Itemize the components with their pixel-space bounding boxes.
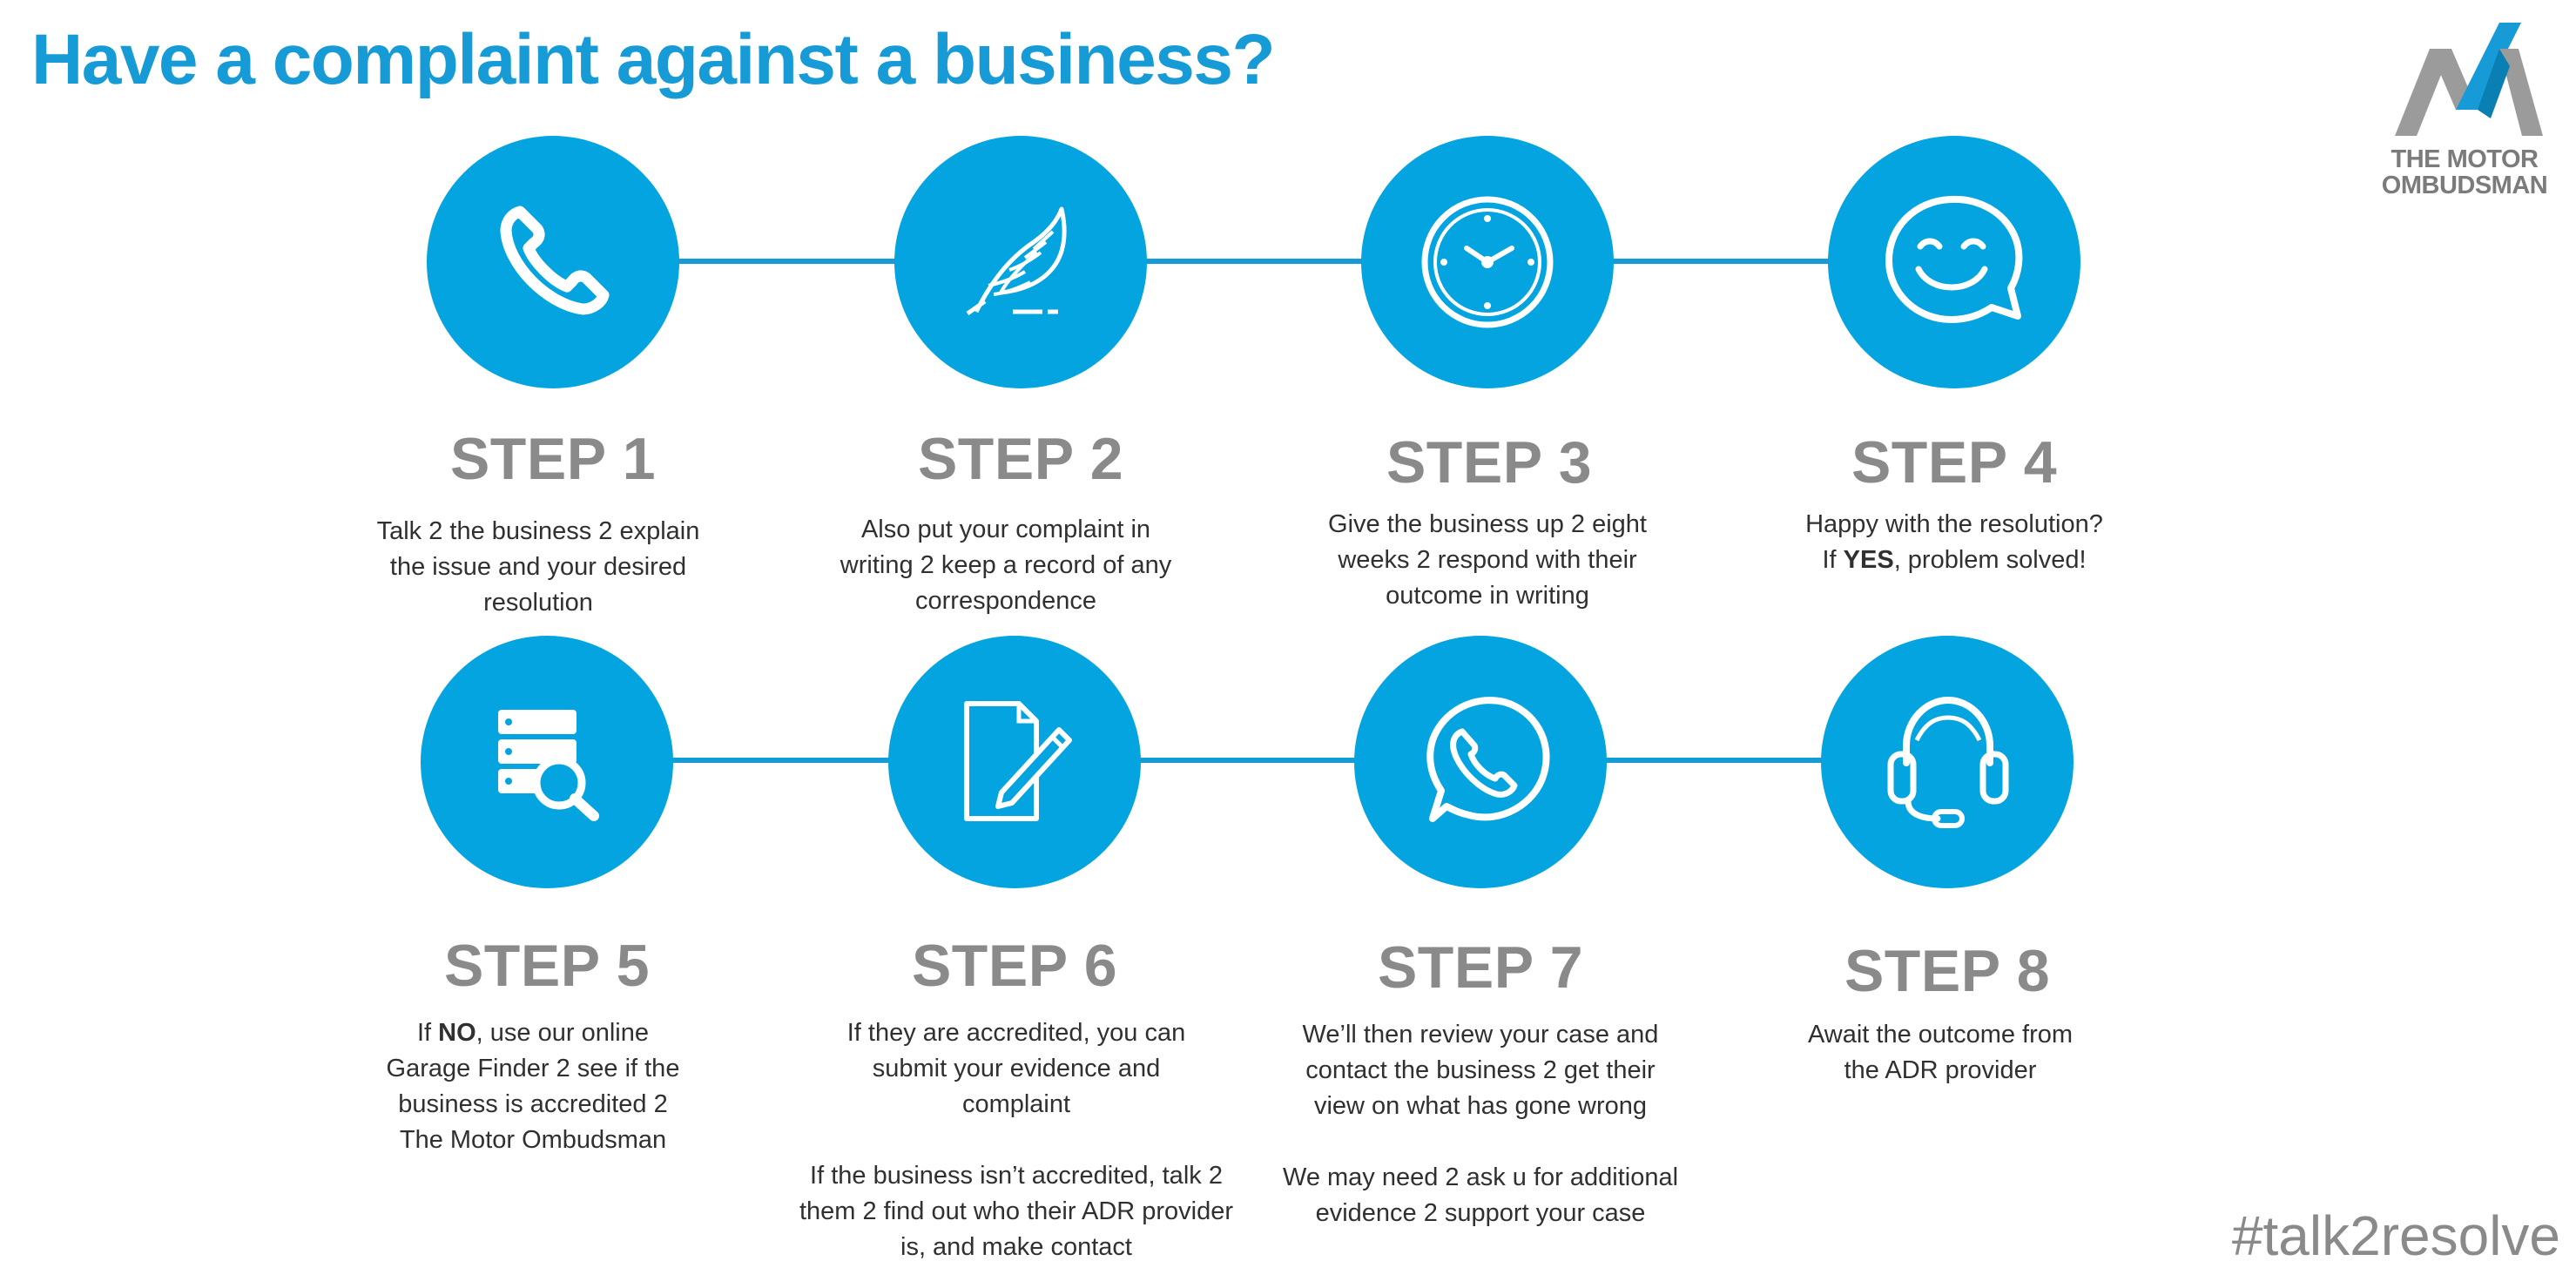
step-2-description: Also put your complaint in writing 2 kee… xyxy=(779,512,1232,619)
step-3-text: Give the business up 2 eight weeks 2 res… xyxy=(1328,510,1647,610)
quill-icon xyxy=(966,206,1067,316)
step-2-circle xyxy=(894,136,1147,388)
step-5-circle xyxy=(421,636,673,888)
whatsapp-icon xyxy=(1426,697,1550,822)
phone-icon xyxy=(500,206,610,315)
row-1-connector xyxy=(553,259,2077,264)
database-search-icon xyxy=(498,710,599,821)
logo-line-2: OMBUDSMAN xyxy=(2381,172,2548,199)
step-8-circle xyxy=(1821,636,2074,888)
step-3-description: Give the business up 2 eight weeks 2 res… xyxy=(1261,507,1714,614)
page-title: Have a complaint against a business? xyxy=(31,20,1276,99)
smiley-chat-icon xyxy=(1885,195,2023,323)
step-8-text: Await the outcome from the ADR provider xyxy=(1807,1021,2074,1084)
motor-ombudsman-logo: THE MOTOR OMBUDSMAN xyxy=(2369,23,2560,206)
step-4-text: Happy with the resolution? If YES, probl… xyxy=(1728,507,2181,578)
headset-icon xyxy=(1887,696,2009,828)
logo-wordmark: THE MOTOR OMBUDSMAN xyxy=(2369,146,2560,199)
step-6-label: STEP 6 xyxy=(911,933,1118,999)
step-8-description: Await the outcome from the ADR provider xyxy=(1714,1017,2167,1089)
step-4-text-prefix: If xyxy=(1822,546,1844,574)
step-6-description: If they are accredited, you can submit y… xyxy=(794,1015,1238,1265)
step-6-paragraph-2: If the business isn’t accredited, talk 2… xyxy=(799,1162,1234,1261)
logo-mark-icon xyxy=(2395,23,2543,136)
step-2-label: STEP 2 xyxy=(917,426,1124,492)
step-3-label: STEP 3 xyxy=(1386,429,1593,496)
step-7-label: STEP 7 xyxy=(1377,934,1584,1001)
step-4-yes-emphasis: YES xyxy=(1843,546,1894,574)
row-2-connector xyxy=(547,758,2071,763)
document-edit-icon xyxy=(964,701,1072,821)
step-1-text: Talk 2 the business 2 explain the issue … xyxy=(376,517,700,617)
step-6-paragraph-1: If they are accredited, you can submit y… xyxy=(846,1019,1186,1118)
step-5-description: If NO, use our online Garage Finder 2 se… xyxy=(307,1015,759,1158)
step-5-label: STEP 5 xyxy=(443,933,651,999)
step-4-text-line-1: Happy with the resolution? xyxy=(1805,510,2103,538)
step-7-paragraph-2: We may need 2 ask u for additional evide… xyxy=(1282,1163,1679,1227)
step-4-description: Happy with the resolution? If YES, probl… xyxy=(1728,507,2181,578)
step-5-text-prefix: If xyxy=(417,1019,439,1047)
step-4-text-suffix: , problem solved! xyxy=(1893,546,2087,574)
step-4-label: STEP 4 xyxy=(1851,429,2058,496)
step-7-circle xyxy=(1354,636,1607,888)
step-6-circle xyxy=(888,636,1141,888)
step-1-circle xyxy=(427,136,679,388)
step-3-circle xyxy=(1361,136,1614,388)
step-7-description: We’ll then review your case and contact … xyxy=(1254,1017,1707,1231)
step-1-label: STEP 1 xyxy=(449,426,657,492)
step-7-paragraph-1: We’ll then review your case and contact … xyxy=(1302,1021,1659,1120)
step-4-circle xyxy=(1828,136,2080,388)
step-8-label: STEP 8 xyxy=(1844,938,2051,1004)
step-5-text-suffix: , use our online Garage Finder 2 see if … xyxy=(386,1019,680,1154)
step-2-text: Also put your complaint in writing 2 kee… xyxy=(840,516,1172,615)
step-1-description: Talk 2 the business 2 explain the issue … xyxy=(312,514,765,621)
hashtag: #talk2resolve xyxy=(2231,1204,2560,1267)
logo-line-1: THE MOTOR xyxy=(2391,145,2539,173)
step-5-no-emphasis: NO xyxy=(438,1019,476,1047)
step-5-text: If NO, use our online Garage Finder 2 se… xyxy=(307,1015,759,1158)
clock-icon xyxy=(1421,196,1554,328)
